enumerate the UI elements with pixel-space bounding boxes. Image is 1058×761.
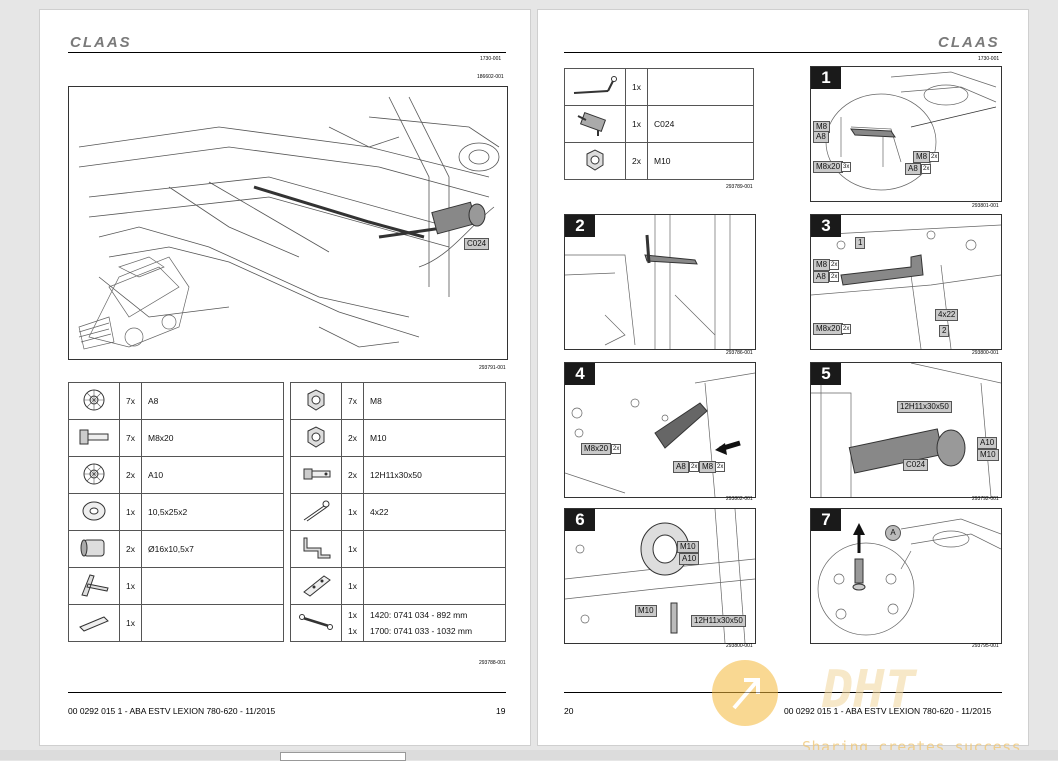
step-2-illustration: 2 bbox=[564, 214, 756, 350]
nut-m10-icon bbox=[290, 419, 342, 457]
footer-rule bbox=[68, 692, 506, 693]
washer-a8-icon bbox=[68, 382, 120, 420]
pin-icon bbox=[290, 456, 342, 494]
parts-table-left: 7x A8 7x M8x20 2x A10 1x 10,5x25x2 2x Ø1… bbox=[68, 382, 284, 642]
washer-a10-icon bbox=[68, 456, 120, 494]
nut-icon bbox=[564, 142, 626, 180]
bracket-icon bbox=[290, 530, 342, 568]
page-number-20: 20 bbox=[564, 706, 574, 716]
step-6-illustration: 6 M10 A10 M10 12H11x30x50 bbox=[564, 508, 756, 644]
bushing-icon bbox=[68, 530, 120, 568]
step-2-ref: 293786-001 bbox=[726, 350, 753, 356]
step-1-ref: 293801-001 bbox=[972, 203, 999, 209]
right-page: CLAAS 1730-001 1x 1x C024 2x M10 293789-… bbox=[538, 10, 1028, 745]
crank-rod-icon bbox=[564, 68, 626, 106]
parts-table-small: 1x 1x C024 2x M10 bbox=[564, 68, 754, 180]
footer-doc: 00 0292 015 1 - ABA ESTV LEXION 780-620 … bbox=[784, 706, 992, 716]
table-row: 7x M8x20 bbox=[68, 419, 284, 457]
left-page: CLAAS 1730-001 186602-001 bbox=[40, 10, 530, 745]
step-number: 2 bbox=[565, 215, 595, 237]
small-parts-ref: 293789-001 bbox=[726, 184, 753, 190]
table-row: 1x bbox=[68, 604, 284, 642]
table-row: 2x A10 bbox=[68, 456, 284, 494]
mount-plate-icon bbox=[290, 567, 342, 605]
claas-logo: CLAAS bbox=[938, 34, 1000, 51]
lever-icon bbox=[68, 567, 120, 605]
watermark-logo-circle bbox=[712, 660, 778, 726]
table-row: 1x bbox=[564, 68, 754, 106]
table-row: 1x 10,5x25x2 bbox=[68, 493, 284, 531]
table-row: 1x bbox=[68, 567, 284, 605]
bolt-m8x20-icon bbox=[68, 419, 120, 457]
table-row: 1x 4x22 bbox=[290, 493, 506, 531]
ref-sub: 186602-001 bbox=[477, 74, 504, 80]
step-4-ref: 293802-001 bbox=[726, 496, 753, 502]
step-number: 3 bbox=[811, 215, 841, 237]
plate-icon bbox=[68, 604, 120, 642]
parts-fig-ref: 293788-001 bbox=[479, 660, 506, 666]
table-row: 2x M10 bbox=[564, 142, 754, 180]
step-7-illustration: 7 A bbox=[810, 508, 1002, 644]
step-6-ref: 293800-001 bbox=[726, 643, 753, 649]
table-row: 1x bbox=[290, 567, 506, 605]
table-row: 2x Ø16x10,5x7 bbox=[68, 530, 284, 568]
claas-logo: CLAAS bbox=[70, 34, 132, 51]
step-number: 6 bbox=[565, 509, 595, 531]
table-row: 2x 12H11x30x50 bbox=[290, 456, 506, 494]
step-7-ref: 293795-001 bbox=[972, 643, 999, 649]
step-number: 4 bbox=[565, 363, 595, 385]
nut-m8-icon bbox=[290, 382, 342, 420]
ref-top: 1730-001 bbox=[978, 56, 1000, 62]
step-5-ref: 293792-001 bbox=[972, 496, 999, 502]
table-row: 7x M8 bbox=[290, 382, 506, 420]
watermark-brand: DHT bbox=[822, 660, 916, 720]
header-rule bbox=[564, 52, 1002, 53]
combine-harvester-drawing bbox=[78, 96, 500, 350]
page-number-19: 19 bbox=[496, 706, 506, 716]
table-row: 7x A8 bbox=[68, 382, 284, 420]
step-number: 7 bbox=[811, 509, 841, 531]
step-1-illustration: 1 M8 A8 M8x20 3x M8 2x A8 2x bbox=[810, 66, 1002, 202]
arrow-icon bbox=[732, 678, 760, 710]
actuator-icon bbox=[564, 105, 626, 143]
bottom-toolbar bbox=[0, 750, 1058, 761]
step-3-ref: 293800-001 bbox=[972, 350, 999, 356]
overview-illustration: C024 bbox=[68, 86, 508, 360]
split-pin-icon bbox=[290, 493, 342, 531]
parts-table-right: 7x M8 2x M10 2x 12H11x30x50 1x 4x22 1x 1… bbox=[290, 382, 506, 642]
step-4-illustration: 4 M8x20 2x A8 2x M8 2x bbox=[564, 362, 756, 498]
overview-fig-ref: 293791-001 bbox=[479, 365, 506, 371]
step-number: 5 bbox=[811, 363, 841, 385]
step-5-illustration: 5 12H11x30x50 A10 M10 C024 bbox=[810, 362, 1002, 498]
table-row: 1x bbox=[290, 530, 506, 568]
step-number: 1 bbox=[811, 67, 841, 89]
flat-washer-icon bbox=[68, 493, 120, 531]
rod-icon bbox=[290, 604, 342, 642]
footer-rule bbox=[564, 692, 1002, 693]
detail-marker-a: A bbox=[885, 525, 901, 541]
ref-top: 1730-001 bbox=[480, 56, 502, 62]
table-row: 2x M10 bbox=[290, 419, 506, 457]
table-row: 1x C024 bbox=[564, 105, 754, 143]
step-3-illustration: 3 1 M8 2x A8 2x 4x22 M8x20 2x 2 bbox=[810, 214, 1002, 350]
overview-callout-c024: C024 bbox=[464, 238, 490, 250]
footer-doc: 00 0292 015 1 - ABA ESTV LEXION 780-620 … bbox=[68, 706, 276, 716]
header-rule bbox=[68, 52, 506, 53]
